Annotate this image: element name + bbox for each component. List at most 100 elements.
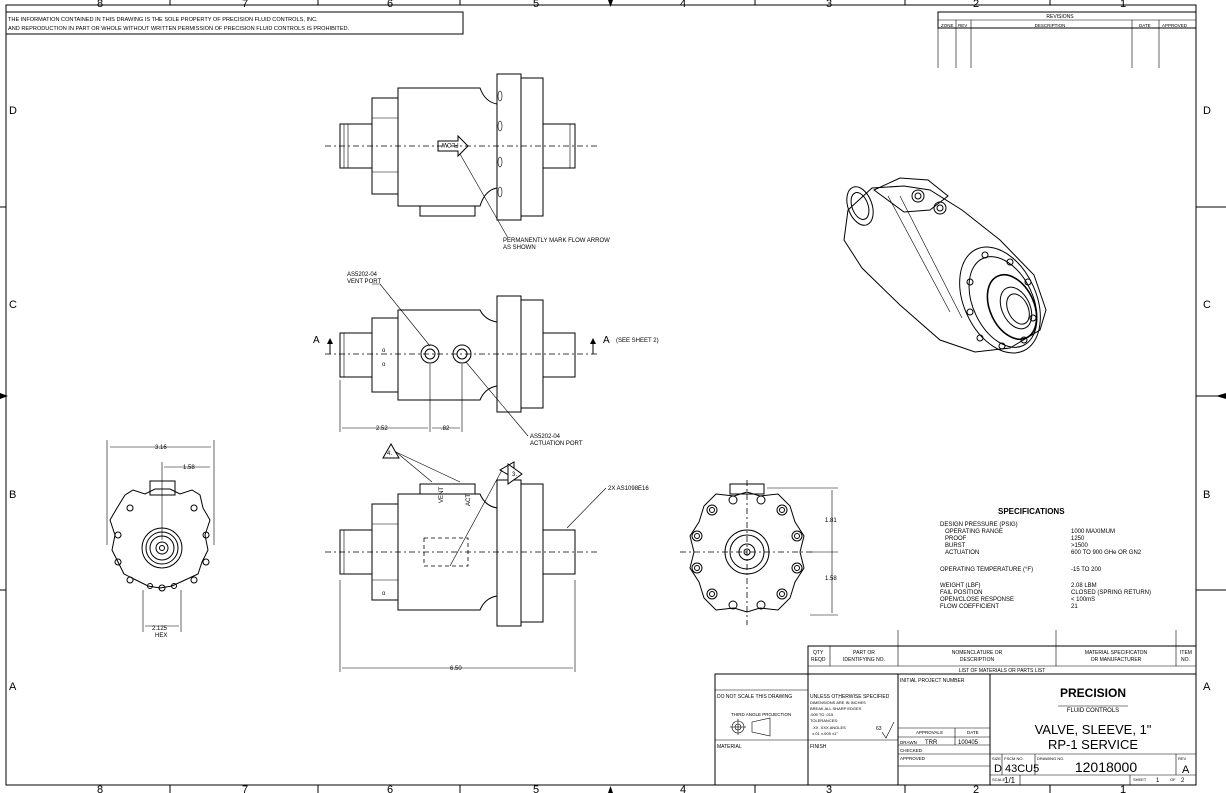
proprietary-notice-line2: AND REPRODUCTION IN PART OR WHOLE WITHOU… — [8, 26, 350, 32]
drawing-title-line1: VALVE, SLEEVE, 1" — [1035, 722, 1152, 737]
title-block: DO NOT SCALE THIS DRAWING THIRD ANGLE PR… — [714, 673, 1197, 786]
section-a-right: A — [603, 335, 610, 346]
zone-col-1: 1 — [1120, 0, 1126, 10]
rev-header-rev: REV — [958, 23, 967, 28]
zone-col-1-bottom: 1 — [1120, 784, 1126, 793]
zone-row-b-right: B — [1203, 489, 1210, 501]
drawing-border — [5, 4, 1197, 786]
zone-row-c-right: C — [1203, 299, 1211, 311]
spec-label-0: DESIGN PRESSURE (PSIG) — [940, 522, 1018, 528]
tb-dwg-label: DRAWING NO. — [1037, 756, 1064, 761]
zone-col-2-bottom: 2 — [973, 784, 979, 793]
spec-label-3: BURST — [945, 543, 966, 549]
spec-title: SPECIFICATIONS — [998, 507, 1065, 516]
spec-value-2: 1250 — [1071, 536, 1085, 542]
zone-row-b: B — [9, 489, 16, 501]
zone-col-7-bottom: 7 — [242, 784, 248, 793]
dim-2-125: 2.125 — [152, 626, 168, 632]
act-port-line1: AS5202-04 — [530, 434, 561, 440]
spec-value-4: 600 TO 900 GHe OR GN2 — [1071, 550, 1142, 556]
tb-drawing-number: 12018000 — [1075, 759, 1138, 775]
tb-edges-range: .005 TO .015 — [810, 712, 834, 717]
rev-header-approved: APPROVED — [1162, 23, 1188, 28]
hex-label: HEX — [155, 633, 167, 639]
spec-value-1: 1000 MAXIMUM — [1071, 529, 1115, 535]
dim-3-16: 3.16 — [155, 445, 167, 451]
dim-2-52: 2.52 — [376, 426, 388, 432]
tb-rev: A — [1182, 764, 1190, 776]
tb-checked: CHECKED — [900, 748, 923, 753]
zone-col-4: 4 — [680, 0, 686, 10]
spec-label-9: FLOW COEFFICIENT — [940, 604, 999, 610]
proprietary-notice-line1: THE INFORMATION CONTAINED IN THIS DRAWIN… — [8, 17, 318, 23]
parts-nomen: NOMENCLATURE OR — [952, 650, 1003, 656]
spec-label-7: FAIL POSITION — [940, 590, 982, 596]
dim-1-58-side: 1.58 — [825, 576, 837, 582]
flow-note-line2: AS SHOWN — [503, 245, 536, 251]
tb-fscm-label: FSCM NO. — [1004, 756, 1024, 761]
zone-col-8-bottom: 8 — [97, 784, 103, 793]
zone-col-2: 2 — [973, 0, 979, 10]
tb-finish-num: 63 — [876, 726, 882, 732]
parts-no: NO. — [1181, 657, 1190, 663]
revisions-block: REVISIONS ZONE REV DESCRIPTION DATE APPR… — [937, 11, 1197, 68]
top-view: FLOW PERMANENTLY MARK FLOW ARROW AS SHOW… — [325, 73, 610, 251]
parts-desc: DESCRIPTION — [960, 657, 995, 663]
section-a-left: A — [313, 335, 320, 346]
tb-scale: 1/1 — [1004, 776, 1016, 785]
tb-unless: UNLESS OTHERWISE SPECIFIED — [810, 694, 890, 700]
spec-value-9: 21 — [1071, 604, 1078, 610]
spec-label-6: WEIGHT (LBF) — [940, 583, 981, 589]
tb-size: D — [994, 763, 1002, 775]
projection-symbol-cone — [751, 717, 771, 737]
tb-initial-project: INITIAL PROJECT NUMBER — [900, 678, 965, 684]
tb-drawn-by: TRR — [925, 740, 938, 746]
tb-scale-label: SCALE — [992, 777, 1005, 782]
zone-row-c: C — [9, 299, 17, 311]
zone-column-labels: 8 7 6 5 4 3 2 1 8 7 6 5 4 3 2 1 — [97, 0, 1126, 793]
tb-material: MATERIAL — [717, 744, 742, 750]
tb-drawn-date: 100405 — [958, 740, 979, 746]
tb-tol-vals: ±.01 ±.005 ±1° — [812, 731, 838, 736]
dim-1-58-top: 1.58 — [183, 465, 195, 471]
front-view: o o AS5202-04 VENT PORT AS5202-04 ACTUAT… — [313, 272, 659, 447]
parts-qty: QTY — [813, 650, 824, 656]
parts-reqd: REQD — [811, 657, 826, 663]
tb-sheet-label: SHEET — [1133, 777, 1147, 782]
tb-size-label: SIZE — [992, 756, 1001, 761]
callout-4: 4. — [387, 451, 392, 457]
spec-label-2: PROOF — [945, 536, 967, 542]
spec-value-5: -15 TO 200 — [1071, 567, 1102, 573]
mark-o-1: o — [382, 348, 386, 354]
tb-of-label: OF — [1170, 777, 1176, 782]
tb-date: DATE — [967, 730, 979, 735]
zone-row-labels: D C B A D C B A — [9, 105, 1211, 693]
tb-tol-heads: .XX .XXX ANGLES — [812, 725, 846, 730]
flow-note-line1: PERMANENTLY MARK FLOW ARROW — [503, 238, 610, 244]
zone-col-8: 8 — [97, 0, 103, 10]
parts-manuf: OR MANUFACTURER — [1091, 657, 1142, 663]
company-logo-subtitle: FLUID CONTROLS — [1067, 708, 1119, 714]
right-end-view: 1.81 1.58 — [680, 480, 838, 625]
parts-ident: IDENTIFYING NO. — [843, 657, 885, 663]
spec-label-1: OPERATING RANGE — [945, 529, 1003, 535]
see-sheet-2: (SEE SHEET 2) — [616, 338, 659, 344]
zone-row-d-right: D — [1203, 105, 1211, 117]
left-end-view: 3.16 1.58 2.125 HEX — [106, 440, 215, 639]
mark-o-3: o — [382, 591, 386, 597]
rev-header-date: DATE — [1139, 23, 1151, 28]
as1098-callout: 2X AS1098E16 — [608, 486, 649, 492]
company-logo-name: PRECISION — [1060, 686, 1126, 700]
spec-value-3: >1500 — [1071, 543, 1089, 549]
spec-value-8: < 100mS — [1071, 597, 1095, 603]
act-mark: ACT — [466, 494, 472, 506]
rev-header-zone: ZONE — [941, 23, 954, 28]
dim-1-81: 1.81 — [825, 518, 837, 524]
bottom-view: VENT ACT o 4. 3. 2X AS1098E16 6.50 — [325, 442, 649, 672]
drawing-title-line2: RP-1 SERVICE — [1048, 737, 1138, 752]
parts-part-or: PART OR — [853, 650, 875, 656]
spec-label-4: ACTUATION — [945, 550, 979, 556]
parts-item: ITEM — [1180, 650, 1192, 656]
tb-do-not-scale: DO NOT SCALE THIS DRAWING — [717, 694, 792, 700]
tb-third-angle: THIRD ANGLE PROJECTION — [731, 712, 791, 717]
